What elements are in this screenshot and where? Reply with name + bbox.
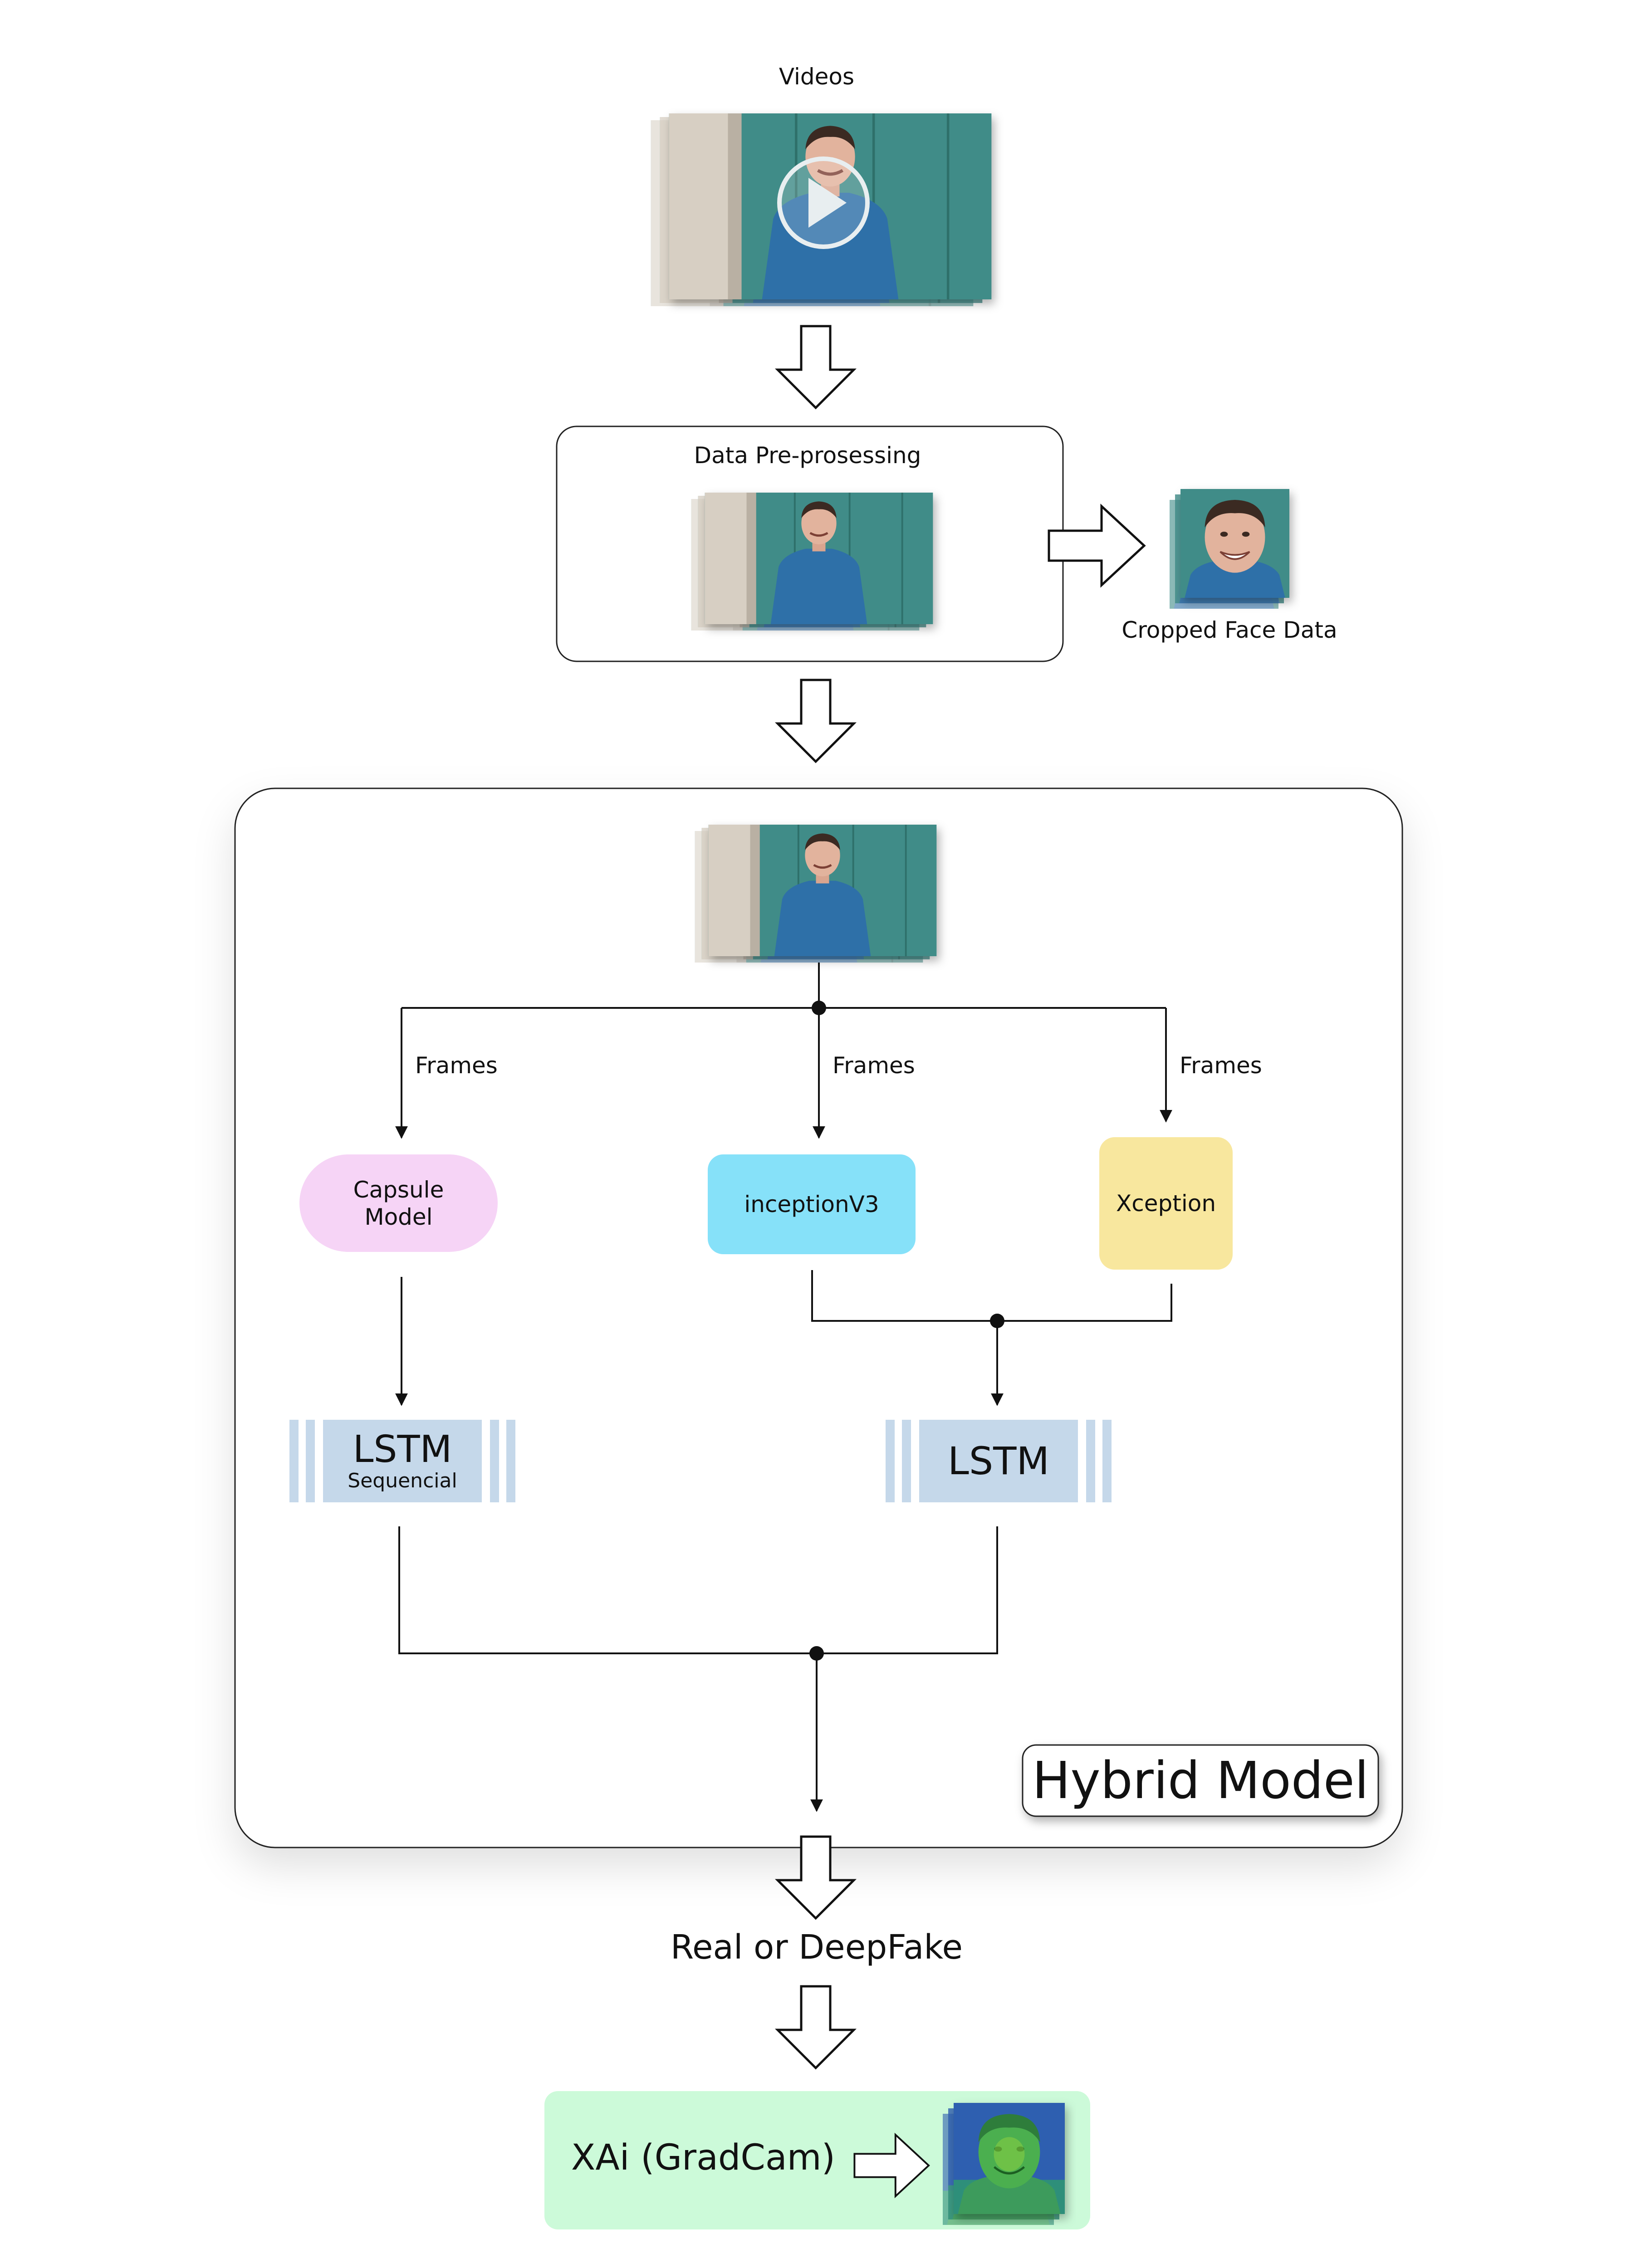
arrow-down-icon <box>778 1986 854 2068</box>
videos-title: Videos <box>779 64 855 90</box>
xception-node-bg <box>1099 1137 1233 1270</box>
preprocessing-label: Data Pre-prosessing <box>694 442 921 469</box>
capsule-model-label: Capsule Model <box>353 1176 444 1230</box>
hybrid-label-box <box>1022 1744 1379 1817</box>
lstm-right-node[interactable]: LSTM <box>886 1420 1112 1502</box>
lstm-left-sublabel: Sequencial <box>348 1469 457 1492</box>
merge-junction-top <box>990 1314 1004 1328</box>
xception-node[interactable]: Xception <box>1099 1137 1233 1270</box>
cropped-face-label: Cropped Face Data <box>1122 617 1337 643</box>
frame-split-connectors <box>395 963 1172 1139</box>
hybrid-model-label: Hybrid Model <box>1032 1751 1369 1810</box>
hybrid-input-frames <box>695 825 937 963</box>
play-icon[interactable] <box>777 156 870 249</box>
branch-label-capsule: Frames <box>415 1052 498 1079</box>
inceptionv3-node-bg <box>708 1154 916 1254</box>
capsule-model-node[interactable]: Capsule Model <box>299 1154 498 1252</box>
cropped-face-stack <box>1170 489 1289 609</box>
lstm-right-label: LSTM <box>948 1439 1049 1483</box>
xception-label: Xception <box>1116 1190 1216 1217</box>
inceptionv3-node[interactable]: inceptionV3 <box>708 1154 916 1254</box>
preprocessing-frames <box>691 493 933 631</box>
result-label: Real or DeepFake <box>670 1928 963 1967</box>
lstm-left-label: LSTM <box>353 1428 452 1471</box>
gradcam-face-stack <box>943 2103 1065 2225</box>
arrow-down-icon <box>778 326 854 408</box>
capsule-model-node-bg <box>299 1154 498 1252</box>
xai-label: XAi (GradCam) <box>571 2137 836 2178</box>
merge-junction-bottom <box>809 1646 824 1661</box>
arrow-down-icon <box>778 1837 854 1918</box>
lstm-left-node[interactable]: LSTM Sequencial <box>289 1420 515 1502</box>
branch-label-inception: Frames <box>833 1052 915 1079</box>
inceptionv3-label: inceptionV3 <box>744 1191 879 1217</box>
split-junction <box>812 1001 826 1015</box>
arrow-down-icon <box>778 680 854 762</box>
branch-label-xception: Frames <box>1180 1052 1262 1079</box>
